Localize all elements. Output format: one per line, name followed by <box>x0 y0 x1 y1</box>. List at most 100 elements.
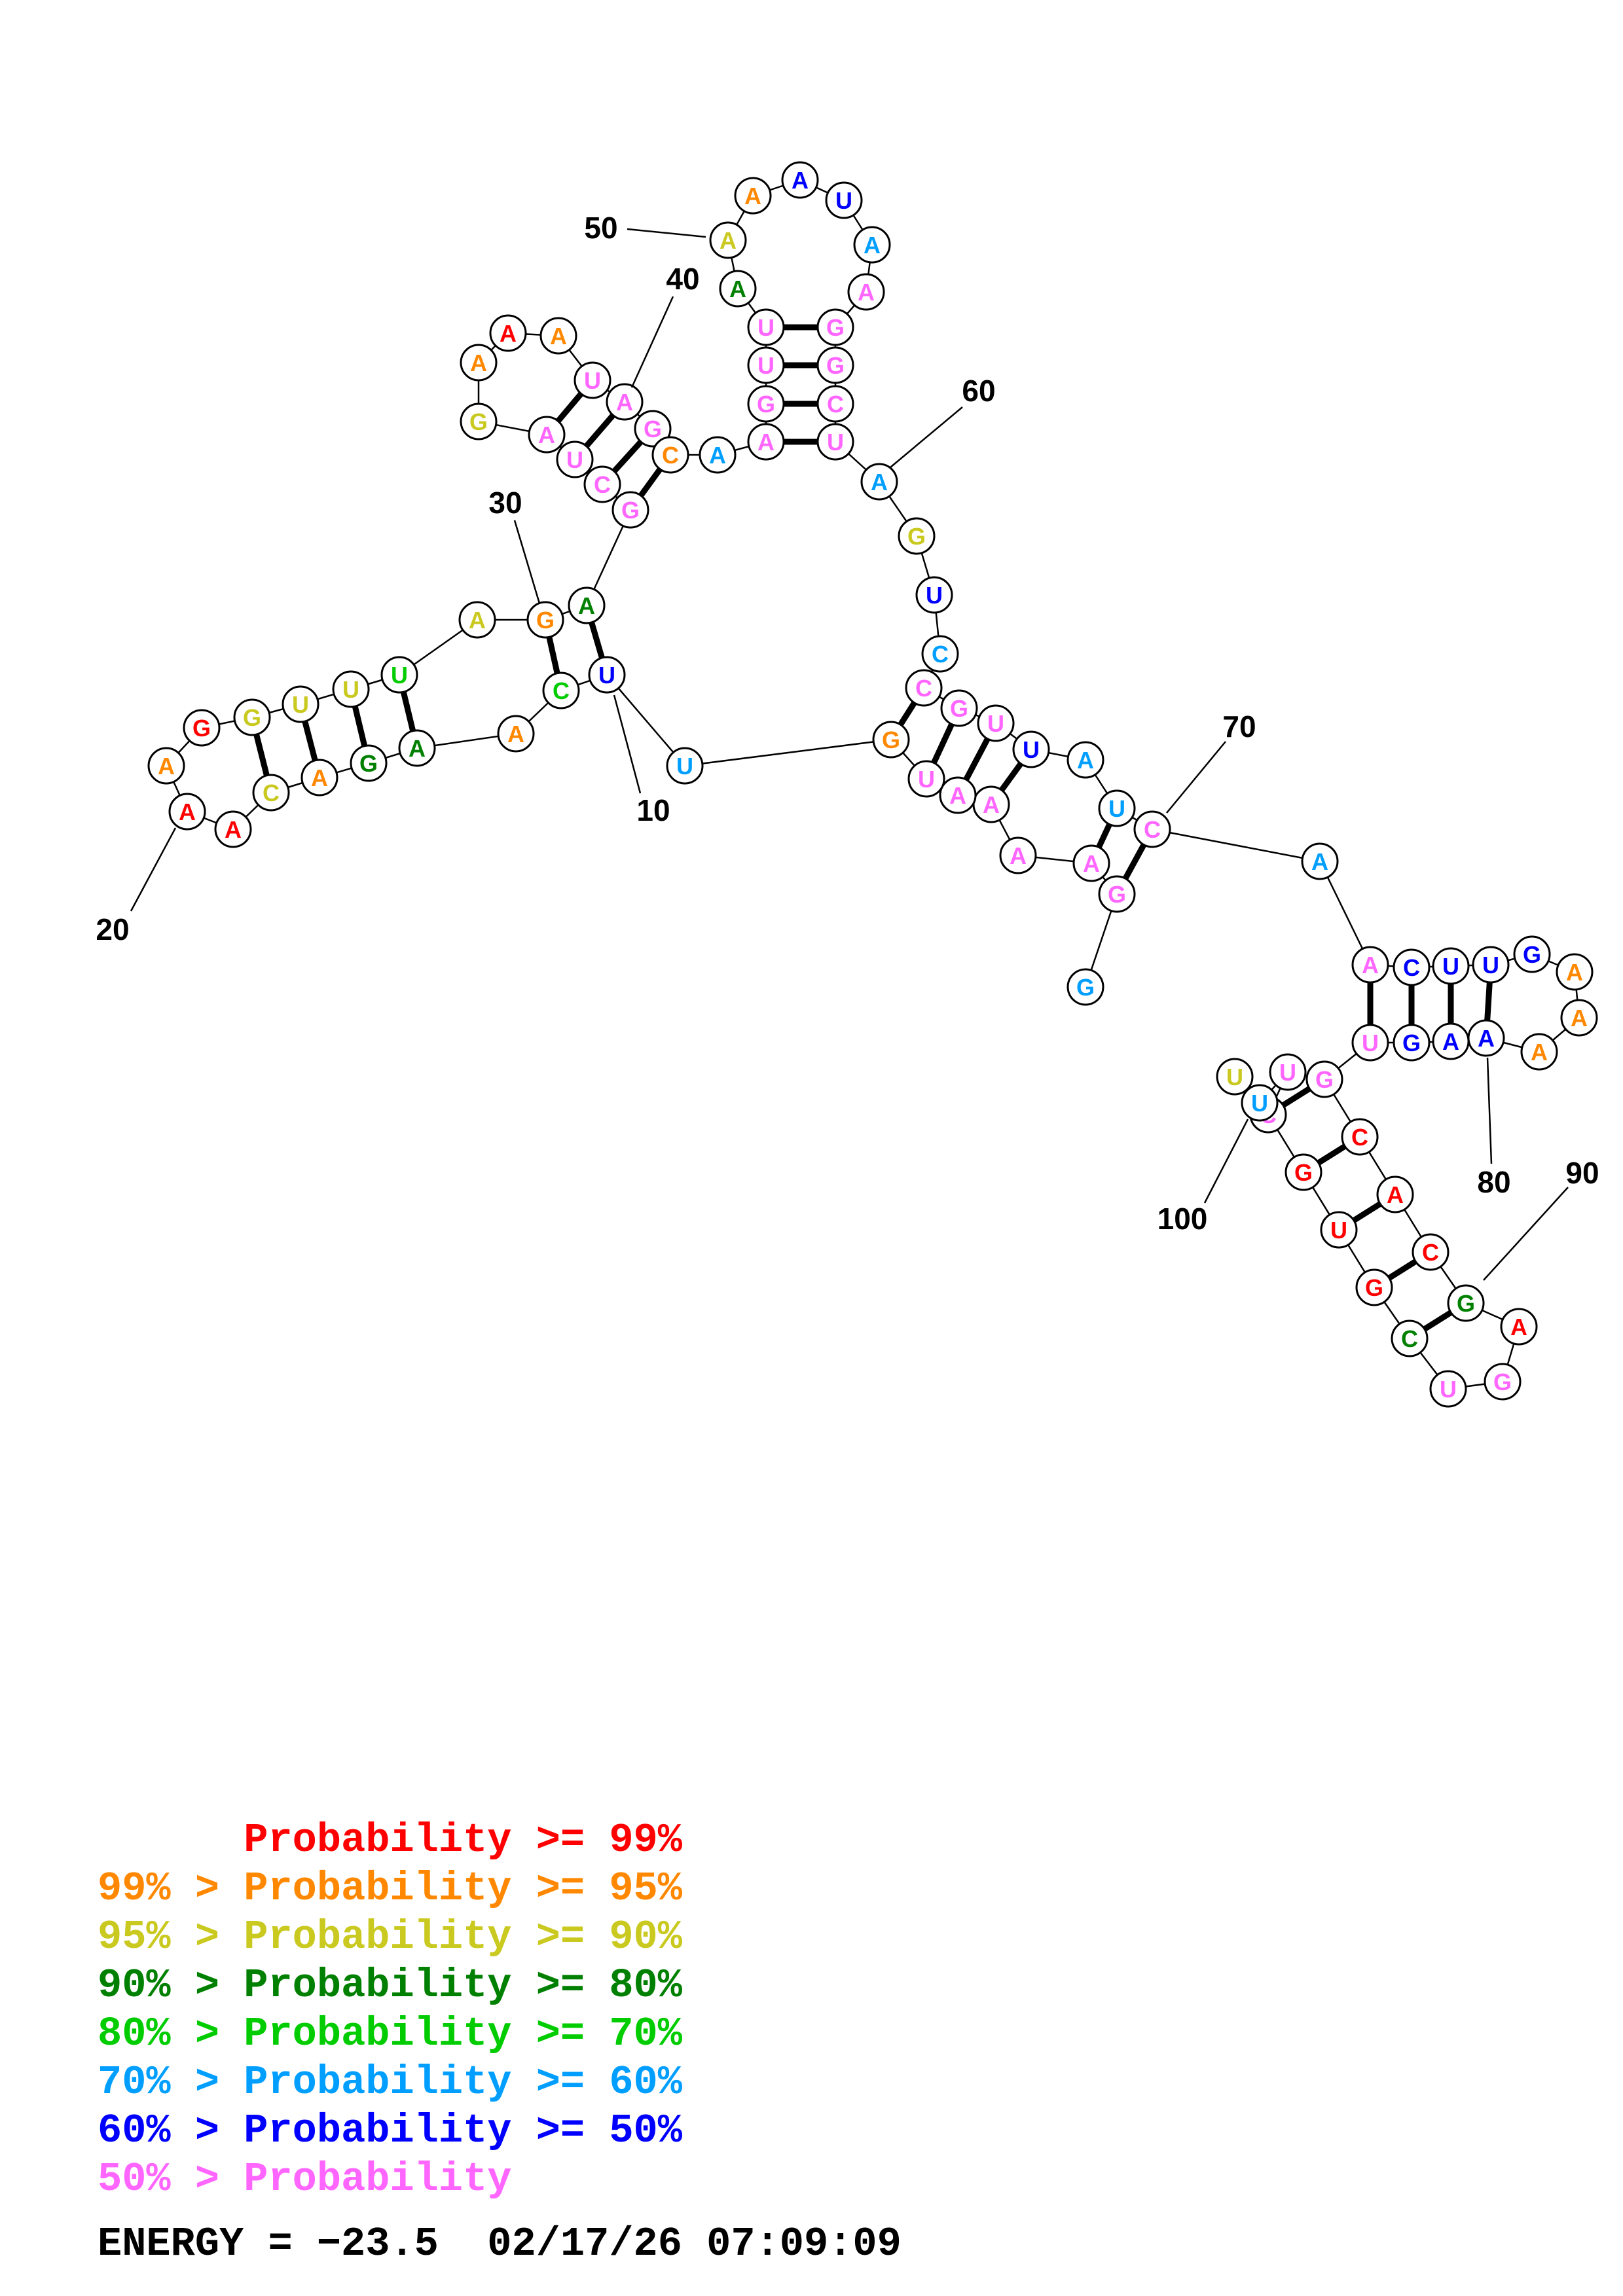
nucleotide-letter: U <box>391 662 408 689</box>
nucleotide-circle <box>666 747 704 785</box>
nucleotide-letter: A <box>729 276 746 302</box>
nucleotide-letter: U <box>598 662 615 689</box>
nucleotide-circle <box>847 273 885 311</box>
nucleotide-circle <box>460 344 498 382</box>
nucleotide-letter: C <box>915 675 932 702</box>
nucleotide-letter: G <box>243 704 261 731</box>
nucleotide-circle <box>1301 842 1339 880</box>
nucleotide-letter: A <box>616 389 633 416</box>
nucleotide-circle <box>977 704 1015 742</box>
energy-text: ENERGY = −23.5 02/17/26 07:09:09 <box>98 2221 902 2267</box>
probability-legend: Probability >= 99%99% > Probability >= 9… <box>98 1816 682 2204</box>
label-leader-line <box>630 296 674 388</box>
legend-line-2: 99% > Probability >= 95% <box>98 1865 682 1912</box>
label-leader-line <box>1483 1187 1569 1281</box>
position-label: 10 <box>636 793 670 827</box>
position-label: 30 <box>488 486 522 520</box>
nucleotide-letter: C <box>932 641 949 668</box>
nucleotide-letter: A <box>1311 848 1328 875</box>
nucleotide-letter: G <box>1523 941 1541 968</box>
nucleotide-circle <box>1012 730 1050 768</box>
nucleotide-letter: A <box>550 323 567 350</box>
nucleotide-circle <box>905 669 943 707</box>
nucleotide-letter: U <box>757 314 775 341</box>
position-label: 20 <box>96 912 129 946</box>
nucleotide-letter: G <box>1108 881 1126 908</box>
nucleotide-letter: A <box>1083 850 1100 877</box>
nucleotide-circle <box>583 465 621 503</box>
nucleotide-circle <box>816 385 854 423</box>
nucleotide-letter: A <box>1571 1005 1588 1031</box>
nucleotide-letter: A <box>1010 842 1027 869</box>
nucleotide-letter: A <box>792 167 809 194</box>
legend-line-7: 60% > Probability >= 50% <box>98 2108 682 2154</box>
nucleotide-circle <box>1412 1233 1450 1271</box>
nucleotide-letter: A <box>1362 952 1379 978</box>
nucleotide-circle <box>1133 810 1171 848</box>
nucleotide-letter: U <box>566 446 583 473</box>
label-leader-line <box>1486 1057 1493 1164</box>
nucleotide-circle <box>1376 1175 1414 1213</box>
nucleotide-letter: U <box>1442 953 1459 980</box>
backbone-segment <box>606 674 685 766</box>
nucleotide-letter: G <box>950 695 968 722</box>
nucleotide-circle <box>556 440 594 478</box>
nucleotide-circle <box>651 436 689 474</box>
nucleotide-circle <box>1520 1033 1558 1071</box>
label-leader-line <box>130 827 177 912</box>
nucleotide-circle <box>825 181 863 219</box>
nucleotide-circle <box>489 314 527 352</box>
nucleotide-circle <box>1285 1153 1322 1191</box>
nucleotide-letter: G <box>536 607 555 634</box>
nucleotide-circle <box>709 221 747 259</box>
nucleotide-letter: U <box>918 766 935 793</box>
legend-line-3: 95% > Probability >= 90% <box>98 1914 682 1960</box>
nucleotide-circle <box>1320 1211 1358 1249</box>
nucleotide-circle <box>907 760 945 798</box>
position-label: 90 <box>1565 1156 1599 1190</box>
nucleotide-letter: G <box>826 352 845 379</box>
nucleotide-letter: G <box>826 314 845 341</box>
nucleotide-letter: A <box>538 422 555 448</box>
nucleotide-circle <box>999 836 1037 874</box>
backbone-segment <box>1319 861 1372 965</box>
nucleotide-letter: G <box>644 416 662 442</box>
nucleotide-circle <box>1072 844 1110 882</box>
nucleotide-letter: C <box>827 391 844 418</box>
label-leader-line <box>890 406 963 468</box>
nucleotide-circle <box>1393 948 1431 986</box>
nucleotide-circle <box>734 177 772 215</box>
nucleotide-circle <box>398 729 436 767</box>
nucleotide-circle <box>1098 875 1136 913</box>
nucleotide-circle <box>1484 1363 1522 1401</box>
nucleotide-circle <box>939 776 977 814</box>
nucleotide-circle <box>606 383 644 421</box>
nucleotide-circle <box>1067 741 1104 779</box>
nucleotide-circle <box>1432 1022 1470 1060</box>
nucleotide-letter: U <box>1226 1064 1243 1090</box>
nucleotide-circle <box>747 423 785 461</box>
nucleotide-letter: C <box>553 677 570 704</box>
nucleotide-circle <box>611 491 649 529</box>
nucleotide-circle <box>915 576 953 614</box>
nucleotide-letter: G <box>1315 1066 1334 1093</box>
legend-line-5: 80% > Probability >= 70% <box>98 2011 682 2057</box>
nucleotide-letter: C <box>1422 1239 1439 1266</box>
nucleotide-circle <box>634 410 672 448</box>
nucleotide-circle <box>1556 953 1594 991</box>
nucleotide-letter: A <box>311 764 328 791</box>
nucleotide-circle <box>350 744 388 782</box>
nucleotide-letter: A <box>500 320 517 347</box>
nucleotide-circle <box>1351 1024 1389 1062</box>
nucleotide-letter: C <box>1401 1325 1418 1352</box>
nucleotide-letter: A <box>1566 959 1583 986</box>
nucleotide-circle <box>147 747 185 785</box>
nucleotide-letter: U <box>827 429 844 456</box>
nucleotide-letter: C <box>594 471 611 498</box>
legend-line-1: Probability >= 99% <box>98 1817 682 1863</box>
nucleotide-letter: G <box>621 497 640 524</box>
nucleotide-circle <box>168 793 206 831</box>
nucleotide-circle <box>1513 935 1551 973</box>
nucleotide-letter: A <box>744 183 761 209</box>
legend-line-8: 50% > Probability <box>98 2156 512 2202</box>
